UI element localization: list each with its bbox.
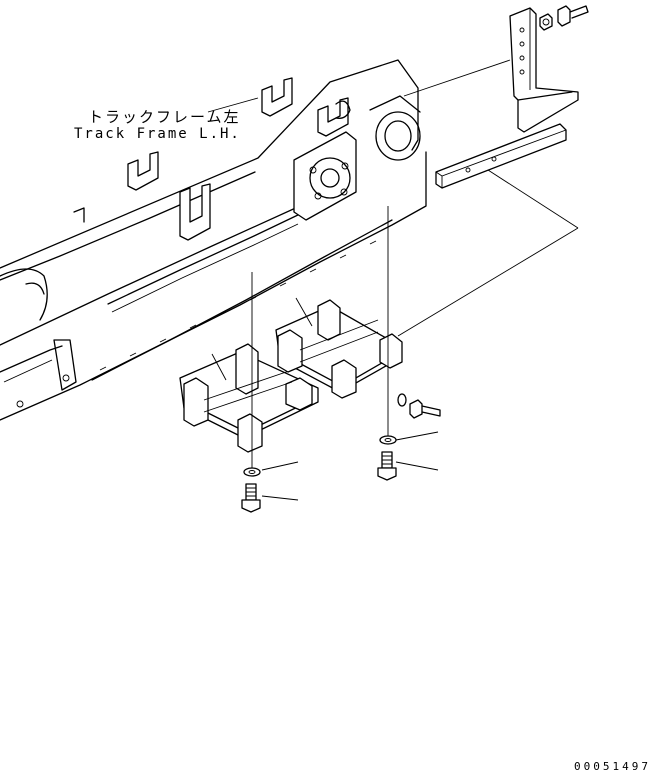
- guide-assembly-right: [275, 299, 403, 399]
- top-bolt-nut: [539, 5, 589, 31]
- guard-plate: [509, 7, 579, 133]
- part-label-english: Track Frame L.H.: [74, 126, 241, 142]
- leader-lines: [207, 59, 579, 501]
- frame-top-brackets: [73, 77, 349, 241]
- bolt-left: [241, 483, 261, 513]
- guide-assembly-left: [179, 343, 319, 453]
- washer-left: [243, 467, 261, 477]
- guard-bar: [435, 123, 567, 189]
- track-frame: [0, 59, 427, 421]
- part-label-japanese: トラックフレーム左: [88, 108, 241, 126]
- side-bolt-washer: [397, 393, 441, 419]
- drawing-number: 00051497: [574, 760, 651, 773]
- washer-right: [379, 435, 397, 445]
- bolt-right: [377, 451, 397, 481]
- idler-housing: [293, 95, 421, 221]
